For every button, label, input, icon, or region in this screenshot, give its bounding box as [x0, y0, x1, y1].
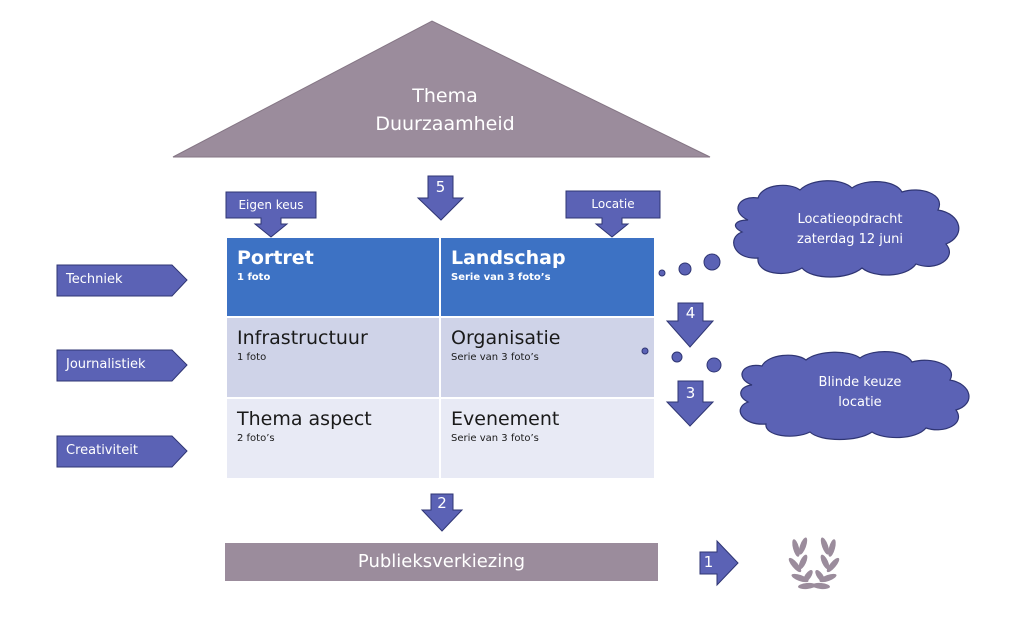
cell-title: Organisatie [451, 327, 561, 349]
tag-journalistiek: Journalistiek [66, 357, 146, 372]
thought-bubble-large [703, 253, 721, 271]
row-creativiteit-left-bg [227, 399, 439, 478]
step-2-label: 2 [437, 494, 447, 512]
tag-journalistiek-shape [56, 349, 188, 382]
tag-techniek: Techniek [66, 272, 123, 287]
cell-title: Thema aspect [237, 408, 372, 430]
roof-triangle [172, 20, 711, 158]
callout-locatie-shape [565, 190, 661, 238]
row-techniek-right-bg [441, 238, 654, 316]
cloud-bottom-text: Blinde keuze locatie [765, 373, 955, 413]
step-5-label: 5 [435, 178, 446, 196]
thought-bubble-small-2 [641, 347, 649, 355]
row-journalistiek-right-bg [441, 318, 654, 397]
row-techniek-left-bg [227, 238, 439, 316]
cloud-top-line-2: zaterdag 12 juni [797, 232, 903, 247]
thought-bubble-small [658, 269, 666, 277]
cell-landschap: Landschap Serie van 3 foto’s [441, 240, 654, 316]
laurel-icon [788, 537, 840, 590]
cell-sub: Serie van 3 foto’s [451, 352, 539, 363]
tag-techniek-shape [56, 264, 188, 297]
cell-title: Landschap [451, 247, 566, 269]
step-3-arrow [665, 380, 715, 427]
cell-title: Portret [237, 247, 314, 269]
cell-organisatie: Organisatie Serie van 3 foto’s [441, 320, 654, 397]
thought-bubble-large-2 [706, 357, 722, 373]
thought-bubble-medium-2 [671, 351, 683, 363]
footer-label: Publieksverkiezing [357, 551, 526, 572]
callout-eigen-keus-shape [225, 191, 317, 238]
cloud-top-text: Locatieopdracht zaterdag 12 juni [760, 210, 940, 250]
cloud-top-shape [733, 180, 960, 278]
step-4-label: 4 [685, 304, 696, 322]
step-4-arrow [665, 302, 715, 348]
roof-line-1: Thema [412, 85, 478, 107]
cell-evenement: Evenement Serie van 3 foto’s [441, 401, 654, 478]
step-5-arrow [416, 175, 465, 221]
roof-title: Thema Duurzaamheid [300, 82, 590, 138]
cell-infrastructuur: Infrastructuur 1 foto [227, 320, 439, 397]
callout-locatie: Locatie [591, 197, 635, 211]
cell-thema-aspect: Thema aspect 2 foto’s [227, 401, 439, 478]
step-2-arrow [420, 493, 464, 532]
cell-sub: 1 foto [237, 272, 271, 283]
step-3-label: 3 [685, 384, 696, 402]
cell-portret: Portret 1 foto [227, 240, 439, 316]
cell-sub: 2 foto’s [237, 433, 275, 444]
callout-eigen-keus: Eigen keus [238, 198, 304, 212]
cell-title: Evenement [451, 408, 560, 430]
roof-line-2: Duurzaamheid [375, 113, 515, 135]
tag-creativiteit: Creativiteit [66, 443, 138, 458]
row-creativiteit-right-bg [441, 399, 654, 478]
tag-creativiteit-shape [56, 435, 188, 468]
cloud-bottom-line-1: Blinde keuze [818, 375, 902, 390]
cell-sub: Serie van 3 foto’s [451, 272, 551, 283]
thought-bubble-medium [678, 262, 692, 276]
step-1-label: 1 [703, 553, 714, 571]
cloud-bottom-line-2: locatie [838, 395, 882, 410]
cloud-top-line-1: Locatieopdracht [797, 212, 903, 227]
row-journalistiek-left-bg [227, 318, 439, 397]
step-1-arrow [699, 539, 739, 587]
cell-title: Infrastructuur [237, 327, 368, 349]
cell-sub: 1 foto [237, 352, 267, 363]
footer-bar [225, 543, 658, 581]
cell-sub: Serie van 3 foto’s [451, 433, 539, 444]
cloud-bottom-shape [739, 351, 970, 441]
